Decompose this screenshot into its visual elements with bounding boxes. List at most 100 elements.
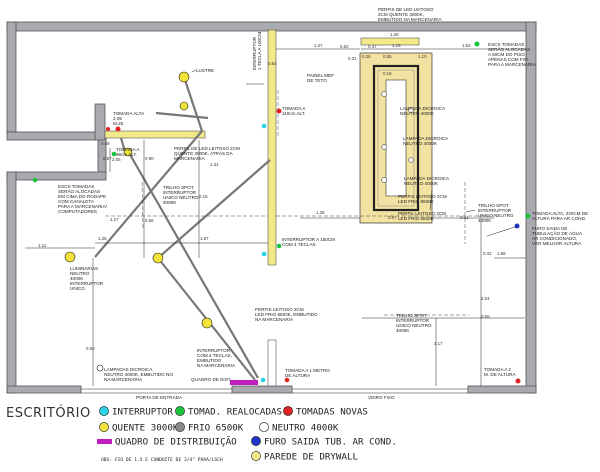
dimension-label: 2.05 [112, 157, 121, 162]
switch [261, 251, 267, 257]
drywall-top-panel [360, 37, 420, 46]
wall-left-lower [6, 171, 17, 394]
legend-swatch [283, 406, 293, 416]
legend-label: QUENTE 3000K [112, 423, 179, 434]
wall-stub [94, 103, 106, 141]
dimension-label: 0.61 [460, 215, 469, 220]
wall-piece-bottom [267, 339, 277, 387]
lamp-dicroica [123, 147, 133, 157]
legend-note: OBS: FIO DE 1.5 E CONDUITE DE 3/4" PARA/… [101, 457, 223, 463]
outlet-relocated [32, 177, 38, 183]
dimension-label: 0.32 [483, 251, 492, 256]
dimension-label: 0.52 [340, 44, 349, 49]
dimension-label: 1.28 [316, 210, 325, 215]
dimension-label: 0.64 [268, 61, 277, 66]
legend-label: INTERRUPTOR [112, 407, 173, 418]
lustre-lamp [178, 71, 190, 83]
dimension-label: 1.28 [390, 32, 399, 37]
dimension-label: 1.31 [210, 162, 219, 167]
dimension-label: 0.66 [145, 218, 154, 223]
drywall-vertical [267, 29, 277, 266]
outlet-relocated [525, 213, 531, 219]
dimension-label: 1.15 [392, 43, 401, 48]
ac-drain-hole [514, 223, 520, 229]
track-spots [141, 181, 469, 316]
switch [261, 123, 267, 129]
lamp-spot [381, 91, 387, 97]
wall-bottom-right [467, 385, 537, 394]
legend-swatch [97, 439, 112, 444]
outlet-new [115, 126, 121, 132]
dimension-label: 0.15 [383, 71, 392, 76]
dimension-lines [25, 48, 526, 386]
dimension-label: 0.31 [348, 56, 357, 61]
drywall [104, 29, 420, 387]
legend-label: PAREDE DE DRYWALL [264, 452, 359, 463]
lamp-dicroica [179, 101, 189, 111]
luminaria-lamp [152, 252, 164, 264]
outlet-relocated [276, 243, 282, 249]
dimension-label: 1.25 [98, 236, 107, 241]
legend-label: TOMAD. REALOCADAS [188, 407, 282, 418]
dimension-label: 1.27 [314, 43, 323, 48]
luminaria-lamp [64, 251, 76, 263]
drywall-horizontal [104, 130, 206, 139]
dimension-label: 1.11 [38, 243, 47, 248]
dimension-label: 0.69 [101, 141, 110, 146]
legend-swatch [259, 422, 269, 432]
dimension-label: 1.68 [497, 251, 506, 256]
switch [260, 377, 266, 383]
dimension-label: 0.55 [383, 54, 392, 59]
outlet-new [106, 127, 110, 131]
legend-swatch [175, 422, 185, 432]
dimension-label: 0.57 [103, 156, 112, 161]
distribution-board [230, 380, 258, 385]
legend-label: FRIO 6500K [188, 423, 244, 434]
label-quadro-dist: QUADRO DE DIST. [191, 377, 231, 382]
leader-lines [191, 69, 519, 237]
wall-bottom-mid [231, 385, 293, 394]
luminaria-lamp [201, 317, 213, 329]
dimension-label: 0.57 [388, 215, 397, 220]
outlets [32, 41, 531, 385]
wall-right [525, 21, 537, 394]
legend-swatch [99, 422, 109, 432]
outlet-relocated [111, 151, 117, 157]
legend-swatch [99, 406, 109, 416]
dimension-label: 1.87 [200, 236, 209, 241]
dimension-label: 0.90 [145, 156, 154, 161]
dimension-label: 1.17 [434, 341, 443, 346]
dimension-label: 0.55 [481, 314, 490, 319]
wires [94, 76, 494, 381]
outlet-new [276, 108, 282, 114]
outlet-relocated [474, 41, 480, 47]
dimension-label: 1.27 [110, 217, 119, 222]
dimension-label: 1.10 [418, 54, 427, 59]
label-vidro: VIDRO FIXO [368, 395, 395, 400]
lamp-spot [408, 107, 414, 113]
label-lustre: LUSTRE [196, 68, 214, 73]
dimension-label: 0.47 [368, 44, 377, 49]
